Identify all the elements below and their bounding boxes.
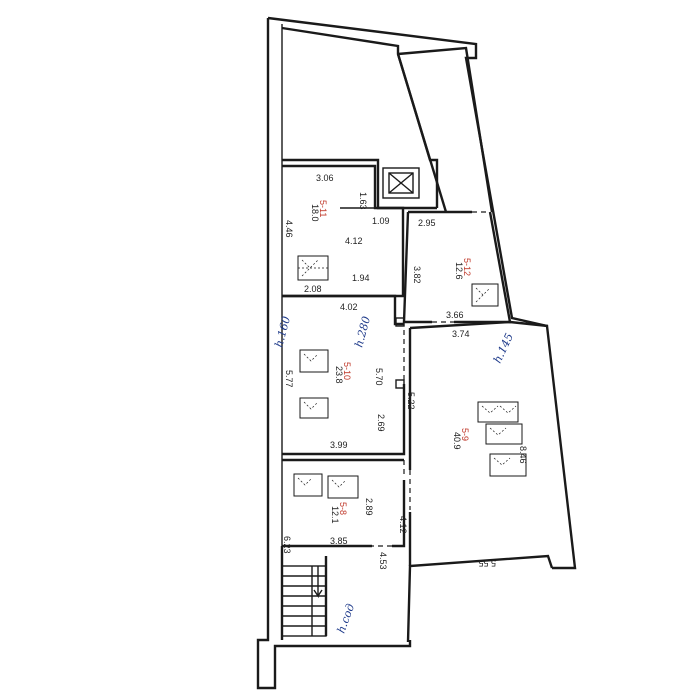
room-area: 18.0 xyxy=(310,204,320,222)
dim-label: 2.08 xyxy=(304,284,322,294)
dim-label: 5.70 xyxy=(374,368,384,386)
dim-label: 3.06 xyxy=(316,173,334,183)
dim-label: 4.46 xyxy=(284,220,294,238)
room-10 xyxy=(282,294,406,456)
dim-label: 8.46 xyxy=(518,446,528,464)
dim-label: 3.66 xyxy=(446,310,464,320)
room-number: 5-12 xyxy=(462,258,472,276)
room-8 xyxy=(282,458,406,548)
room-12 xyxy=(402,210,512,324)
dim-label: 6.23 xyxy=(282,536,292,554)
room-9 xyxy=(408,320,549,566)
dimension-labels: 3.06 1.63 4.46 4.12 1.09 1.94 2.08 2.95 … xyxy=(282,173,528,570)
dim-label: 1.09 xyxy=(372,216,390,226)
fixture-radiator xyxy=(477,401,527,477)
room-number: 5-9 xyxy=(460,428,470,441)
room-labels: 5-11 18.0 5-12 12.6 5-10 23.8 5-9 40.9 5… xyxy=(310,200,472,524)
dim-label: 2.95 xyxy=(418,218,436,228)
dim-label: 2.89 xyxy=(364,498,374,516)
dim-label: 4.02 xyxy=(340,302,358,312)
top-right-zone xyxy=(396,46,494,213)
room-area: 40.9 xyxy=(452,432,462,450)
stairs-icon xyxy=(281,565,327,637)
shaft-icon xyxy=(382,167,420,199)
fixture-radiator xyxy=(297,255,329,281)
room-area: 12.6 xyxy=(454,262,464,280)
dim-label: 3.74 xyxy=(452,329,470,339)
height-note: h.145 xyxy=(491,331,516,365)
dim-label: 1.94 xyxy=(352,273,370,283)
dim-label: 2.69 xyxy=(376,414,386,432)
dim-label: 5.55 xyxy=(478,558,496,568)
height-note: h.160 xyxy=(272,315,293,349)
fixture-radiator xyxy=(471,283,499,307)
stair-hall xyxy=(280,546,328,640)
dim-label: 5.22 xyxy=(406,392,416,410)
dim-label: 3.99 xyxy=(330,440,348,450)
top-left-zone xyxy=(281,26,439,210)
room-number: 5-10 xyxy=(342,362,352,380)
fixture-radiator xyxy=(299,349,329,419)
room-number: 5-8 xyxy=(338,502,348,515)
dim-label: 4.53 xyxy=(378,552,388,570)
room-11 xyxy=(282,164,405,298)
height-note: h.280 xyxy=(352,315,373,349)
dim-label: 3.82 xyxy=(412,266,422,284)
room-number: 5-11 xyxy=(318,200,328,217)
dim-label: 4.12 xyxy=(398,516,408,534)
dim-label: 3.85 xyxy=(330,536,348,546)
dim-label: 5.77 xyxy=(284,370,294,388)
dim-label: 1.63 xyxy=(358,192,368,210)
room-area: 12.1 xyxy=(330,506,340,524)
fixture-radiator xyxy=(293,473,359,499)
room-area: 23.8 xyxy=(334,366,344,384)
dim-label: 4.12 xyxy=(345,236,363,246)
height-note: h.сод xyxy=(335,602,358,635)
